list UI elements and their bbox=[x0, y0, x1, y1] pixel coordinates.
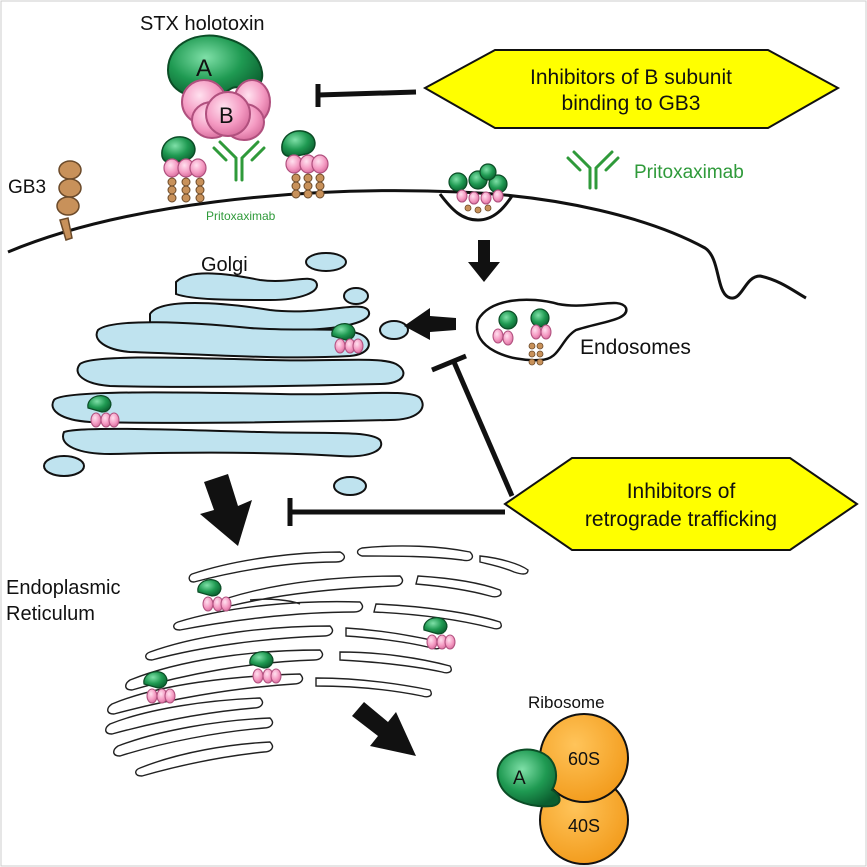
subunit-b-label: B bbox=[219, 103, 234, 128]
antibody-legend-icon bbox=[566, 150, 620, 190]
block-arrow-icon bbox=[404, 308, 456, 340]
bound-toxin-icon bbox=[281, 130, 329, 199]
ribosome-a-label: A bbox=[513, 768, 526, 789]
gb3-receptor-icon bbox=[56, 160, 82, 241]
pritoxaximab-small-label: Pritoxaximab bbox=[206, 209, 276, 223]
block-arrow-icon bbox=[352, 702, 416, 756]
callout-retrograde-line1: Inhibitors of bbox=[627, 480, 736, 503]
inhibition-bar-endosome bbox=[451, 361, 515, 497]
stx-holotoxin-icon bbox=[166, 34, 271, 141]
endoplasmic-reticulum bbox=[105, 545, 529, 777]
holotoxin-label: STX holotoxin bbox=[140, 13, 265, 35]
antibody-icon bbox=[212, 140, 266, 182]
callout-b-subunit-line1: Inhibitors of B subunit bbox=[530, 66, 732, 89]
callout-retrograde-line2: retrograde trafficking bbox=[585, 508, 777, 531]
membrane-invagination bbox=[438, 193, 514, 222]
callout-retrograde bbox=[503, 457, 859, 551]
toxin-icon bbox=[331, 323, 364, 354]
plasma-membrane bbox=[7, 189, 807, 300]
ribosome-label: Ribosome bbox=[528, 693, 605, 712]
er-label-line1: Endoplasmic bbox=[6, 577, 121, 599]
callout-b-subunit-line2: binding to GB3 bbox=[562, 92, 701, 115]
toxin-icon bbox=[249, 651, 282, 684]
endosome-toxin-icon bbox=[492, 308, 552, 366]
inhibition-bar-b-subunit bbox=[317, 89, 417, 98]
subunit-a-label: A bbox=[196, 55, 212, 82]
gb3-label: GB3 bbox=[8, 177, 46, 198]
toxin-icon bbox=[143, 671, 176, 704]
ribosome-40s-label: 40S bbox=[568, 816, 600, 836]
toxin-icon bbox=[423, 617, 456, 650]
ribosome-60s-label: 60S bbox=[568, 749, 600, 769]
internalizing-toxin-cluster bbox=[448, 163, 508, 214]
block-arrow-icon bbox=[200, 474, 252, 546]
block-arrow-icon bbox=[468, 240, 500, 282]
endosomes-label: Endosomes bbox=[580, 336, 691, 359]
golgi-apparatus bbox=[43, 252, 424, 496]
inhibition-bar-cap bbox=[431, 353, 467, 373]
er-label-line2: Reticulum bbox=[6, 603, 95, 625]
pritoxaximab-legend-label: Pritoxaximab bbox=[634, 162, 744, 183]
callout-b-subunit bbox=[422, 49, 841, 129]
golgi-label: Golgi bbox=[201, 254, 248, 276]
toxin-icon bbox=[197, 579, 232, 612]
bound-toxin-icon bbox=[161, 136, 207, 203]
ribosome-icon bbox=[496, 713, 629, 865]
toxin-icon bbox=[87, 395, 120, 428]
